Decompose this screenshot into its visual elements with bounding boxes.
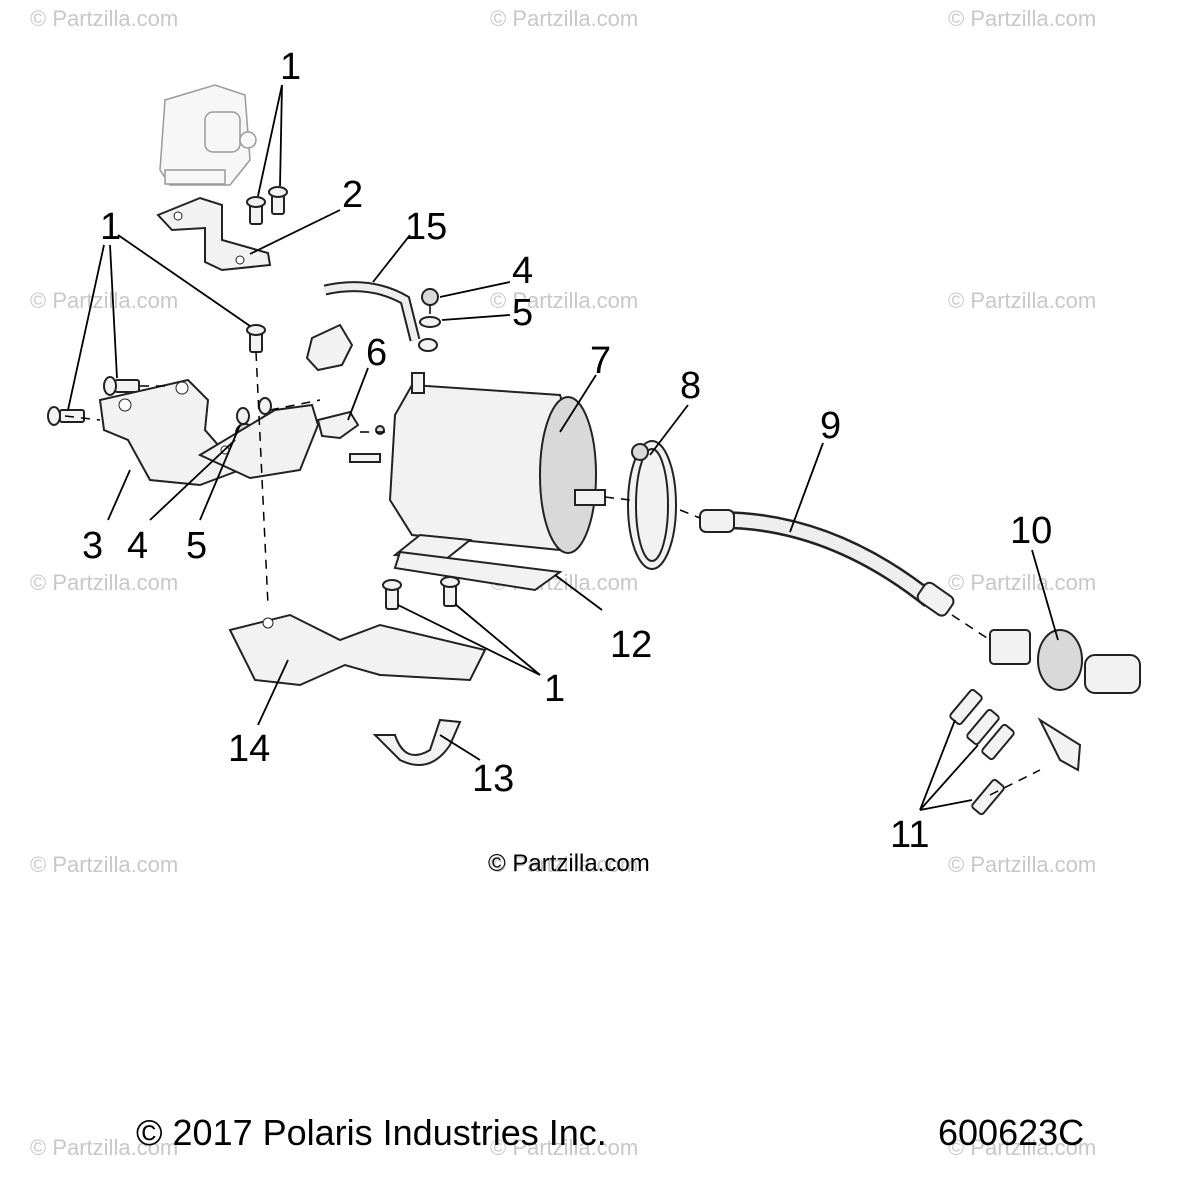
callout-11: 11 bbox=[890, 814, 930, 856]
callout-12: 12 bbox=[610, 624, 653, 666]
callout-5-top: 5 bbox=[512, 292, 534, 334]
callout-10: 10 bbox=[1010, 510, 1053, 552]
callout-4-top: 4 bbox=[512, 250, 534, 292]
callout-6: 6 bbox=[366, 332, 388, 374]
callout-8: 8 bbox=[680, 365, 702, 407]
screw-icon bbox=[382, 576, 460, 610]
lower-bracket-icon bbox=[228, 613, 487, 687]
callout-14: 14 bbox=[228, 728, 271, 770]
callout-7: 7 bbox=[590, 340, 612, 382]
solenoid-bracket-icon bbox=[156, 196, 272, 272]
callout-3: 3 bbox=[82, 525, 104, 567]
callout-4-bottom: 4 bbox=[127, 525, 149, 567]
alignment-lines bbox=[64, 305, 1041, 796]
callout-1-bottom: 1 bbox=[544, 668, 566, 710]
cap-screw-icon bbox=[949, 688, 1015, 816]
starter-cable-icon bbox=[305, 281, 438, 372]
watermark-text: © Partzilla.com bbox=[948, 6, 1097, 31]
solenoid-icon bbox=[159, 84, 257, 186]
screw-icon bbox=[246, 186, 288, 225]
watermark-text: © Partzilla.com bbox=[948, 852, 1097, 877]
callout-13: 13 bbox=[472, 758, 515, 800]
watermark-text: © Partzilla.com bbox=[490, 288, 639, 313]
watermark-text: © Partzilla.com bbox=[30, 570, 179, 595]
watermark-text: © Partzilla.com bbox=[948, 570, 1097, 595]
watermark-text: © Partzilla.com bbox=[30, 288, 179, 313]
watermark-text: © Partzilla.com bbox=[30, 852, 179, 877]
watermark-text: © Partzilla.com bbox=[30, 6, 179, 31]
starter-drive-icon bbox=[989, 629, 1141, 772]
mounting-bracket-icon bbox=[98, 378, 242, 487]
watermark-text: © Partzilla.com bbox=[948, 1135, 1097, 1160]
hose-clamp-icon bbox=[627, 440, 677, 570]
callout-1-top: 1 bbox=[280, 46, 302, 88]
callout-5-bottom: 5 bbox=[186, 525, 208, 567]
callout-2: 2 bbox=[342, 174, 364, 216]
gasket-plate-icon bbox=[316, 410, 360, 440]
partzilla-credit: © Partzilla.com bbox=[488, 850, 650, 877]
watermark-text: © Partzilla.com bbox=[490, 6, 639, 31]
watermark-text: © Partzilla.com bbox=[948, 288, 1097, 313]
leader-lines bbox=[67, 84, 1059, 811]
copyright-notice: © 2017 Polaris Industries Inc. bbox=[136, 1112, 607, 1153]
watermark-text: © Partzilla.com bbox=[490, 852, 639, 877]
callout-9: 9 bbox=[820, 405, 842, 447]
strap-clamp-icon bbox=[372, 718, 462, 766]
starter-motor-icon bbox=[349, 372, 606, 554]
screw-icon bbox=[246, 324, 266, 353]
washer-icon bbox=[236, 316, 441, 425]
watermark-text: © Partzilla.com bbox=[490, 1135, 639, 1160]
watermark-text: © Partzilla.com bbox=[30, 1135, 179, 1160]
pad-icon bbox=[392, 533, 563, 592]
drawing-number: 600623C bbox=[938, 1112, 1085, 1153]
cable-icon bbox=[699, 509, 955, 617]
callout-15: 15 bbox=[405, 206, 448, 248]
screw-icon bbox=[47, 376, 140, 426]
callout-1-left: 1 bbox=[100, 206, 122, 248]
